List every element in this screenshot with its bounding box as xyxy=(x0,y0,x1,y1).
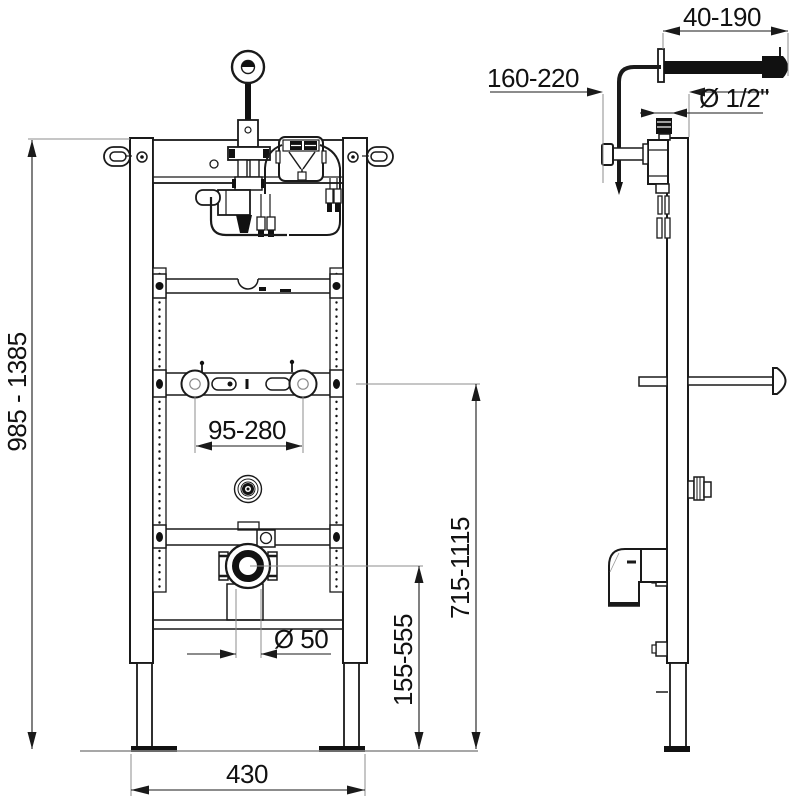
fixing-bolt-lower xyxy=(651,641,668,657)
outlet-elbow xyxy=(608,548,668,607)
front-view xyxy=(103,49,394,752)
spade-connector xyxy=(266,216,276,231)
side-view xyxy=(601,47,788,752)
water-supply-pipe xyxy=(209,197,287,237)
plate-hole xyxy=(209,159,219,169)
dim-outlet-diameter-label: Ø 50 xyxy=(274,624,328,654)
dimension-annotations: 985 - 1385 95-280 Ø 50 155-55 xyxy=(2,2,789,796)
right-fixing-socket xyxy=(288,369,318,399)
dim-outlet-height: 155-555 xyxy=(250,565,424,749)
dim-outlet-diameter: Ø 50 xyxy=(187,589,331,659)
control-box xyxy=(275,136,327,182)
front-left-foot xyxy=(131,746,177,752)
front-right-leg xyxy=(343,662,360,748)
spade-connector xyxy=(325,188,334,204)
dim-frame-width-label: 430 xyxy=(226,759,268,789)
mounting-rail xyxy=(152,359,344,399)
push-rod xyxy=(657,47,788,83)
flush-valve xyxy=(195,119,271,233)
drain-duct xyxy=(226,583,264,621)
spigot-fitting xyxy=(687,476,712,501)
side-post xyxy=(666,137,689,664)
dim-wall-clearance: 160-220 xyxy=(487,63,769,183)
inlet-nipple xyxy=(656,118,672,134)
right-slot xyxy=(265,377,291,391)
push-button xyxy=(230,49,266,121)
button-cable xyxy=(617,65,661,184)
dim-pushrod-range-label: 40-190 xyxy=(683,2,761,32)
front-left-post xyxy=(129,137,154,664)
dim-wall-clearance-label: 160-220 xyxy=(487,63,579,93)
spade-connector xyxy=(256,216,266,231)
inlet-elbow xyxy=(217,189,251,216)
dim-support-height-label: 715-1115 xyxy=(445,517,475,619)
dim-overall-height: 985 - 1385 xyxy=(2,138,130,749)
lower-crossbar xyxy=(152,521,344,549)
wiring xyxy=(209,144,342,237)
dim-overall-height-label: 985 - 1385 xyxy=(2,332,32,451)
front-left-leg xyxy=(136,662,153,748)
left-fixing-socket xyxy=(180,369,210,399)
dim-support-height: 715-1115 xyxy=(356,383,481,749)
upper-crossbar xyxy=(152,273,344,299)
dim-frame-width: 430 xyxy=(130,754,366,796)
dim-fixing-centers: 95-280 xyxy=(194,397,304,453)
side-inlet-valve xyxy=(601,118,672,239)
side-foot xyxy=(664,746,690,752)
dim-outlet-height-label: 155-555 xyxy=(388,614,418,706)
spade-connector xyxy=(333,188,342,204)
dim-water-inlet: Ø 1/2" xyxy=(640,83,770,118)
left-slot xyxy=(211,377,237,391)
front-right-post xyxy=(342,137,368,664)
bottom-crossbar xyxy=(153,619,343,630)
drain-outlet xyxy=(218,542,278,621)
dim-water-inlet-label: Ø 1/2" xyxy=(699,83,769,113)
inlet-stub xyxy=(195,189,221,206)
side-leg xyxy=(669,662,687,748)
wall-anchor-rod xyxy=(638,367,787,395)
water-inlet-flange xyxy=(233,474,263,504)
left-wall-bracket xyxy=(103,146,148,167)
dim-pushrod-range: 40-190 xyxy=(662,2,789,76)
dim-fixing-centers-label: 95-280 xyxy=(208,415,286,445)
right-wall-bracket xyxy=(347,146,394,167)
front-right-foot xyxy=(319,746,365,752)
